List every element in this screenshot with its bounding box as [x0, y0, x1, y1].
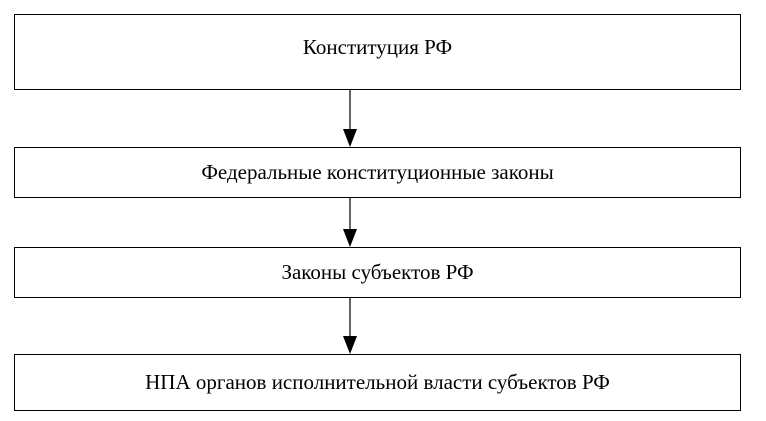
level-box-executive-acts: НПА органов исполнительной власти субъек… [14, 354, 741, 411]
arrow-2-to-3-head [343, 229, 357, 247]
arrow-3-to-4 [343, 298, 357, 354]
arrow-1-to-2 [343, 90, 357, 147]
level-label-subject-laws: Законы субъектов РФ [281, 260, 474, 284]
level-box-federal-constitutional-laws: Федеральные конституционные законы [14, 147, 741, 198]
arrow-1-to-2-head [343, 129, 357, 147]
arrow-2-to-3 [343, 198, 357, 247]
level-label-constitution: Конституция РФ [302, 35, 453, 59]
level-box-subject-laws: Законы субъектов РФ [14, 247, 741, 298]
level-label-executive-acts: НПА органов исполнительной власти субъек… [145, 370, 610, 394]
level-label-federal-constitutional-laws: Федеральные конституционные законы [201, 160, 554, 184]
level-box-constitution: Конституция РФ [14, 14, 741, 90]
arrow-3-to-4-head [343, 336, 357, 354]
